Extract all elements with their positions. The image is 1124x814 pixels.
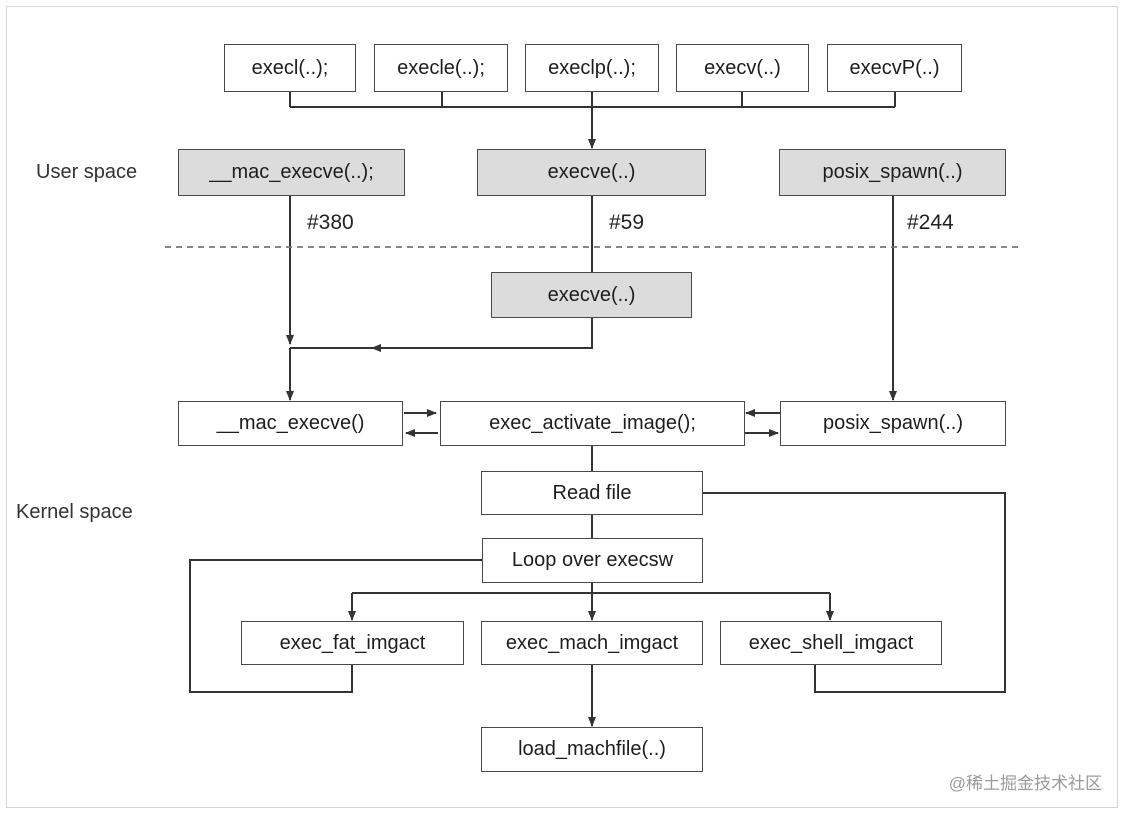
- execv-box: execv(..): [676, 44, 809, 92]
- exec-mach-imgact-box: exec_mach_imgact: [481, 621, 703, 665]
- syscall-244: #244: [907, 211, 954, 234]
- edge-execve-kernel-left: [290, 318, 593, 349]
- loop-execsw-box: Loop over execsw: [482, 538, 703, 583]
- exec-fat-imgact-box: exec_fat_imgact: [241, 621, 464, 665]
- read-file-box: Read file: [481, 471, 703, 515]
- posix-spawn-user-box: posix_spawn(..): [779, 149, 1006, 196]
- execle-box: execle(..);: [374, 44, 508, 92]
- execvP-box: execvP(..): [827, 44, 962, 92]
- syscall-59: #59: [609, 211, 645, 234]
- kernel-space-label: Kernel space: [16, 501, 133, 523]
- edge-shell-loop-back: [703, 492, 1006, 693]
- diagram-frame: [6, 6, 1118, 808]
- posix-spawn-kernel-box: posix_spawn(..): [780, 401, 1006, 446]
- syscall-380: #380: [307, 211, 354, 234]
- load-machfile-box: load_machfile(..): [481, 727, 703, 772]
- execlp-box: execlp(..);: [525, 44, 659, 92]
- mac-execve-user-box: __mac_execve(..);: [178, 149, 405, 196]
- mac-execve-kernel-box: __mac_execve(): [178, 401, 403, 446]
- watermark: @稀土掘金技术社区: [948, 774, 1102, 793]
- edge-fat-loop-back: [189, 559, 482, 693]
- exec-activate-image-box: exec_activate_image();: [440, 401, 745, 446]
- exec-shell-imgact-box: exec_shell_imgact: [720, 621, 942, 665]
- execl-box: execl(..);: [224, 44, 356, 92]
- user-space-label: User space: [36, 161, 138, 183]
- execve-user-box: execve(..): [477, 149, 706, 196]
- execve-kernel-box: execve(..): [491, 272, 692, 318]
